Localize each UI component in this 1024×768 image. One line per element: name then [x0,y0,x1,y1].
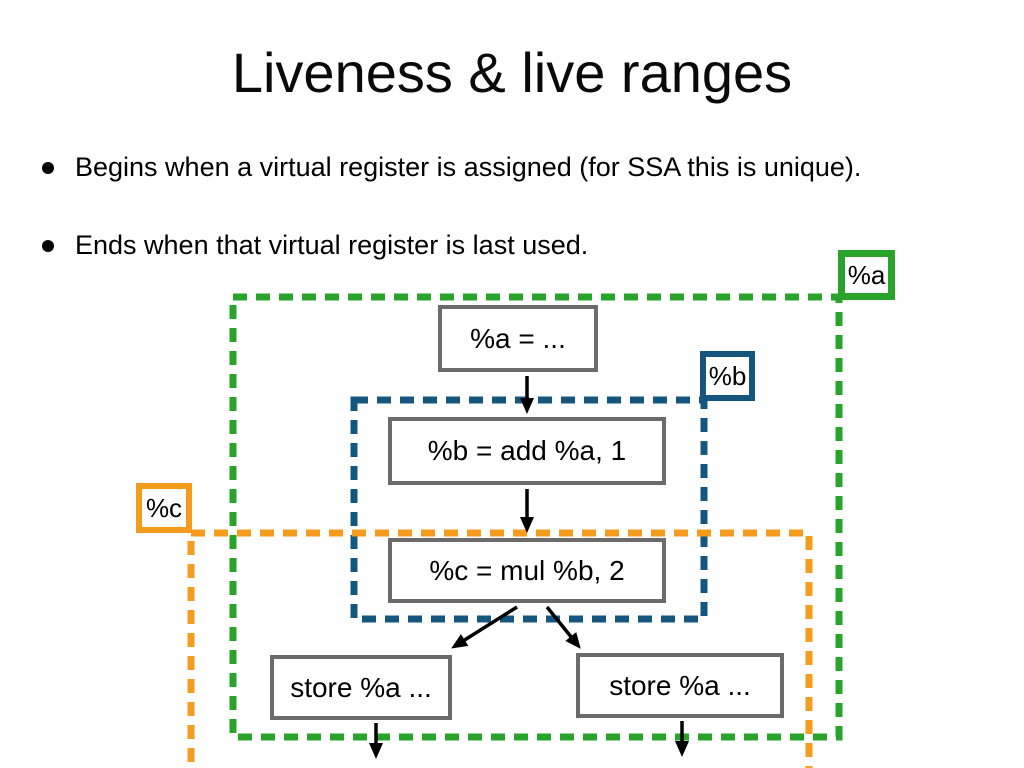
bullet-text: Ends when that virtual register is last … [75,230,589,260]
instruction-text: %b = add %a, 1 [427,435,627,466]
instruction-box-def-c: %c = mul %b, 2 [388,538,666,603]
live-range-label-c-text: %c [145,492,183,523]
live-range-label-b-text: %b [708,360,747,391]
instruction-box-def-b: %b = add %a, 1 [388,417,666,485]
live-range-label-c: %c [136,483,192,533]
instruction-box-store-2: store %a ... [576,653,784,718]
bullet-item: Ends when that virtual register is last … [42,230,992,261]
live-range-label-a-text: %a [847,259,886,290]
instruction-text: %c = mul %b, 2 [429,554,625,586]
bullet-item: Begins when a virtual register is assign… [42,152,992,183]
live-range-a-rect [229,293,843,741]
instruction-text: store %a ... [290,671,432,703]
instruction-box-def-a: %a = ... [438,305,598,372]
instruction-text: store %a ... [609,669,751,701]
bullet-icon [42,240,54,252]
live-range-c-rect [187,529,813,768]
bullet-icon [42,162,54,174]
instruction-text: %a = ... [470,322,566,354]
bullet-text: Begins when a virtual register is assign… [75,152,862,182]
live-range-label-a: %a [838,250,895,300]
live-range-label-b: %b [700,351,755,401]
page-title: Liveness & live ranges [231,41,793,104]
instruction-box-store-1: store %a ... [270,655,452,720]
